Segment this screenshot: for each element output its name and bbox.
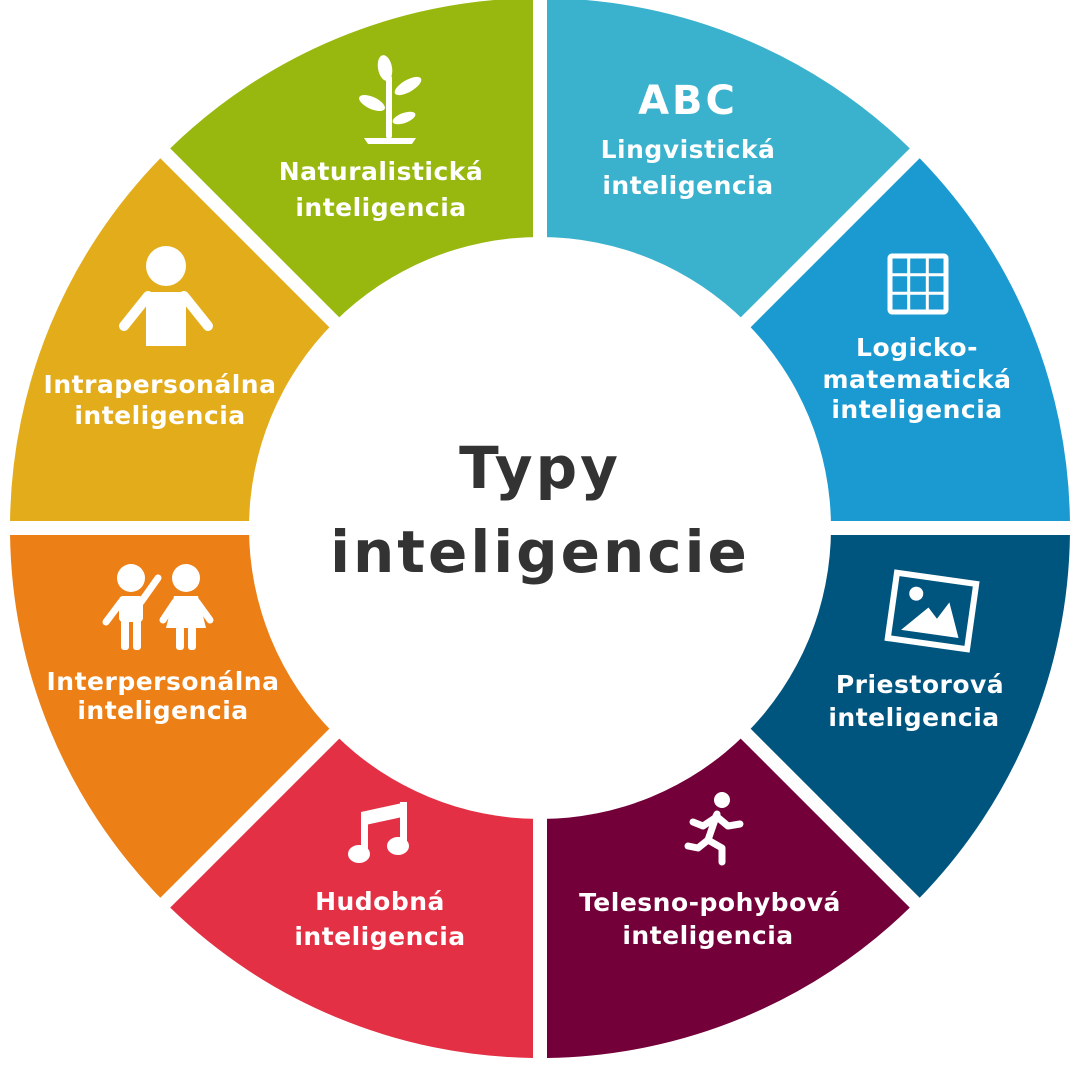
segment-hudobna: Hudobná inteligencia	[294, 802, 465, 951]
segment-label-line2: inteligencia	[74, 401, 245, 430]
segment-label-line1: Intrapersonálna	[44, 370, 277, 399]
person-icon	[119, 246, 213, 346]
segment-telesno-pohybova: Telesno-pohybová inteligencia	[579, 792, 841, 950]
segment-label-line1: Telesno-pohybová	[579, 888, 841, 917]
sprout-icon	[359, 55, 422, 144]
segment-label-line1: Priestorová	[836, 670, 1004, 699]
grid-icon	[887, 253, 949, 315]
segment-telesno-pohybova-wedge	[547, 737, 910, 1058]
abc-icon: ABC	[638, 78, 738, 124]
runner-icon	[684, 792, 744, 866]
segment-lingvisticka: ABC Lingvistická inteligencia	[601, 78, 776, 200]
music-note-icon	[348, 802, 409, 863]
segment-interpersonalna: Interpersonálna inteligencia	[47, 564, 280, 725]
segment-naturalisticka: Naturalistická inteligencia	[279, 55, 484, 222]
segment-label-line2: inteligencia	[828, 703, 999, 732]
segment-interpersonalna-wedge	[10, 535, 331, 898]
picture-icon	[884, 569, 980, 653]
segment-label-line1: Hudobná	[315, 887, 445, 916]
segment-hudobna-wedge	[170, 737, 534, 1058]
center-circle	[249, 237, 831, 819]
segment-label-line1: Interpersonálna	[47, 667, 280, 696]
segment-naturalisticka-wedge	[170, 0, 533, 319]
segment-priestorova: Priestorová inteligencia	[828, 569, 1004, 732]
segment-label-line1: Naturalistická	[279, 157, 484, 186]
segment-label-line3: inteligencia	[831, 395, 1002, 424]
center-title-line1: Typy	[459, 434, 621, 502]
segment-logicko-matematicka: Logicko- matematická inteligencia	[822, 253, 1011, 424]
segment-label-line2: inteligencia	[295, 193, 466, 222]
segment-logicko-matematicka-wedge	[749, 158, 1070, 522]
segment-label-line2: inteligencia	[602, 171, 773, 200]
segment-label-line2: inteligencia	[77, 696, 248, 725]
segment-lingvisticka-wedge	[547, 0, 910, 319]
segment-label-line1: Lingvistická	[601, 135, 776, 164]
segment-label-line2: inteligencia	[622, 921, 793, 950]
center-title-line2: inteligencie	[330, 518, 750, 586]
segment-label-line2: matematická	[822, 365, 1011, 394]
segment-label-line1: Logicko-	[856, 333, 978, 362]
segment-priestorova-wedge	[749, 535, 1070, 898]
segment-label-line2: inteligencia	[294, 922, 465, 951]
two-people-icon	[102, 564, 214, 650]
segment-intrapersonalna: Intrapersonálna inteligencia	[44, 246, 277, 430]
